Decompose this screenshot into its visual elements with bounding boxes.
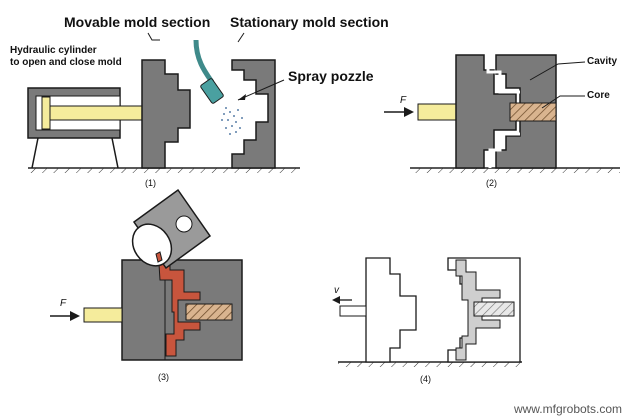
spray-nozzle-label: Spray pozzle	[288, 68, 374, 84]
panel-4	[332, 257, 522, 367]
spray-arrowhead	[238, 94, 246, 100]
movable-leader	[147, 32, 160, 41]
cavity-label: Cavity	[587, 56, 618, 67]
hydraulic-label-line2: to open and close mold	[10, 57, 122, 68]
stationary-mold-1	[231, 59, 276, 169]
cavity-2	[486, 55, 520, 168]
ground-hatch-1	[28, 168, 300, 173]
watermark: www.mfgrobots.com	[513, 402, 622, 416]
step-caption-2: (2)	[486, 178, 497, 188]
ground-hatch-2	[410, 168, 620, 173]
cylinder-legs	[31, 137, 119, 169]
nozzle-hose	[193, 39, 215, 84]
spray-mist	[221, 107, 243, 135]
step-caption-3: (3)	[158, 372, 169, 382]
movable-mold-2	[455, 54, 517, 169]
movable-mold-1	[141, 59, 191, 169]
rod-3	[83, 307, 123, 323]
core-label: Core	[587, 90, 610, 101]
core-leader	[541, 95, 585, 109]
step-caption-4: (4)	[420, 374, 431, 384]
spray-leader	[237, 79, 285, 101]
ladle-handle-hole	[175, 215, 193, 233]
ladle-rim	[131, 223, 173, 267]
velocity-label: v	[334, 285, 339, 296]
force-arrowhead-3	[70, 311, 80, 321]
velocity-arrowhead	[332, 296, 340, 304]
stationary-mold-label: Stationary mold section	[230, 14, 389, 30]
movable-mold-label: Movable mold section	[64, 14, 211, 30]
panel-3	[50, 188, 243, 361]
spray-nozzle-body	[200, 78, 224, 104]
panel-2	[384, 54, 620, 173]
core-2	[509, 102, 557, 122]
hydraulic-label-line1: Hydraulic cylinder	[10, 45, 97, 56]
cylinder-piston	[41, 96, 51, 130]
force-label-2: F	[400, 95, 407, 106]
rod-4	[339, 305, 367, 317]
rod-2	[417, 103, 459, 121]
cylinder-rod	[49, 105, 143, 121]
panel-1	[27, 32, 300, 173]
step-caption-1: (1)	[145, 178, 156, 188]
core-3	[185, 303, 233, 321]
force-label-3: F	[60, 298, 67, 309]
cavity-leader	[529, 61, 586, 81]
core-4	[473, 301, 515, 317]
stationary-leader	[237, 32, 245, 43]
movable-mold-4	[365, 257, 417, 363]
ground-hatch-4	[338, 362, 522, 367]
force-arrowhead-2	[404, 107, 414, 117]
pour-stream	[155, 251, 163, 263]
molten-metal	[157, 247, 201, 357]
